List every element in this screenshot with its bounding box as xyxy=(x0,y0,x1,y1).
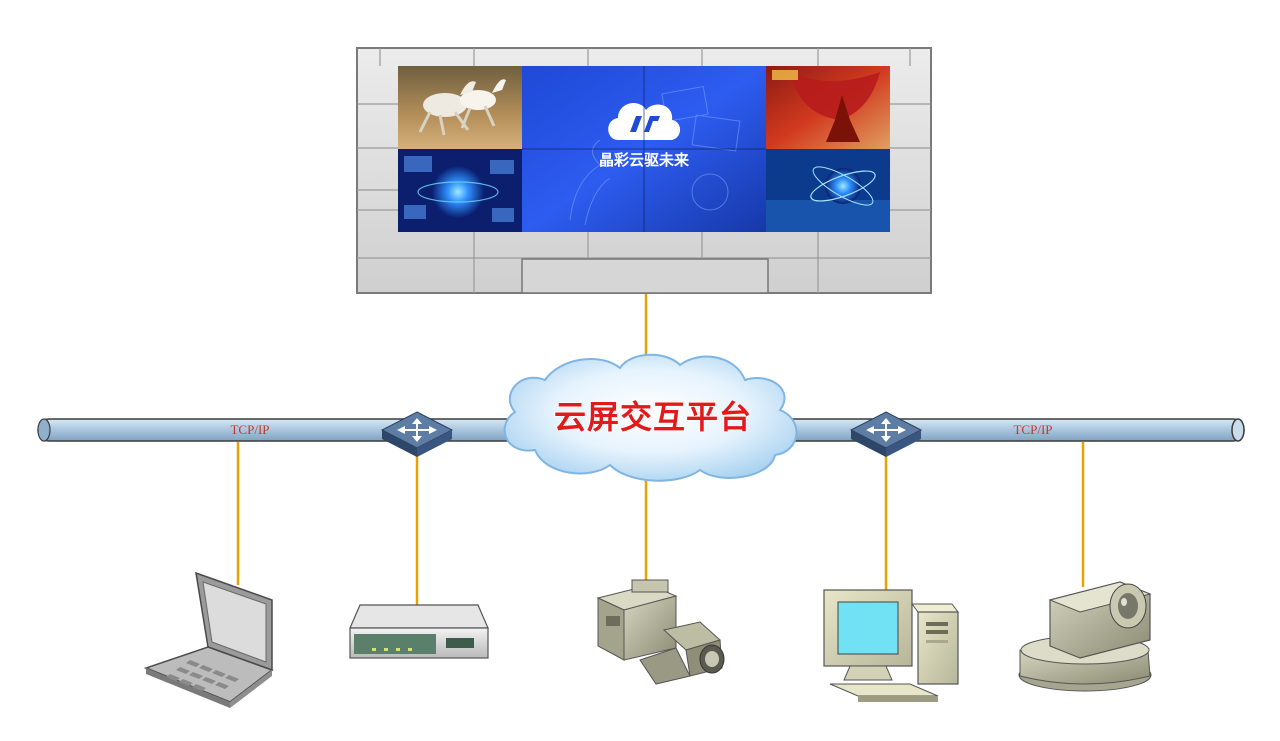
screen-horses xyxy=(398,66,522,149)
screen-globe-left xyxy=(398,149,522,232)
screen-planet-right xyxy=(766,149,890,232)
video-wall[interactable]: 晶彩云驱未来 xyxy=(356,47,932,294)
cloud-platform[interactable]: 云屏交互平台 xyxy=(503,353,798,482)
network-box-icon[interactable] xyxy=(349,604,489,659)
switch-left-icon[interactable] xyxy=(380,411,454,457)
desktop-pc-icon[interactable] xyxy=(823,589,959,702)
camcorder-icon[interactable] xyxy=(596,579,725,685)
switch-right-icon[interactable] xyxy=(849,411,923,457)
laptop-icon[interactable] xyxy=(143,571,274,708)
wall-brick-lines xyxy=(357,48,931,293)
screen-seams xyxy=(522,66,766,232)
cloud-label: 云屏交互平台 xyxy=(554,398,752,436)
ptz-camera-icon[interactable] xyxy=(1018,581,1152,692)
screen-red-figure xyxy=(766,66,890,149)
protocol-label-left: TCP/IP xyxy=(230,422,269,437)
connector-lines xyxy=(236,293,1085,605)
protocol-label-right: TCP/IP xyxy=(1013,422,1052,437)
